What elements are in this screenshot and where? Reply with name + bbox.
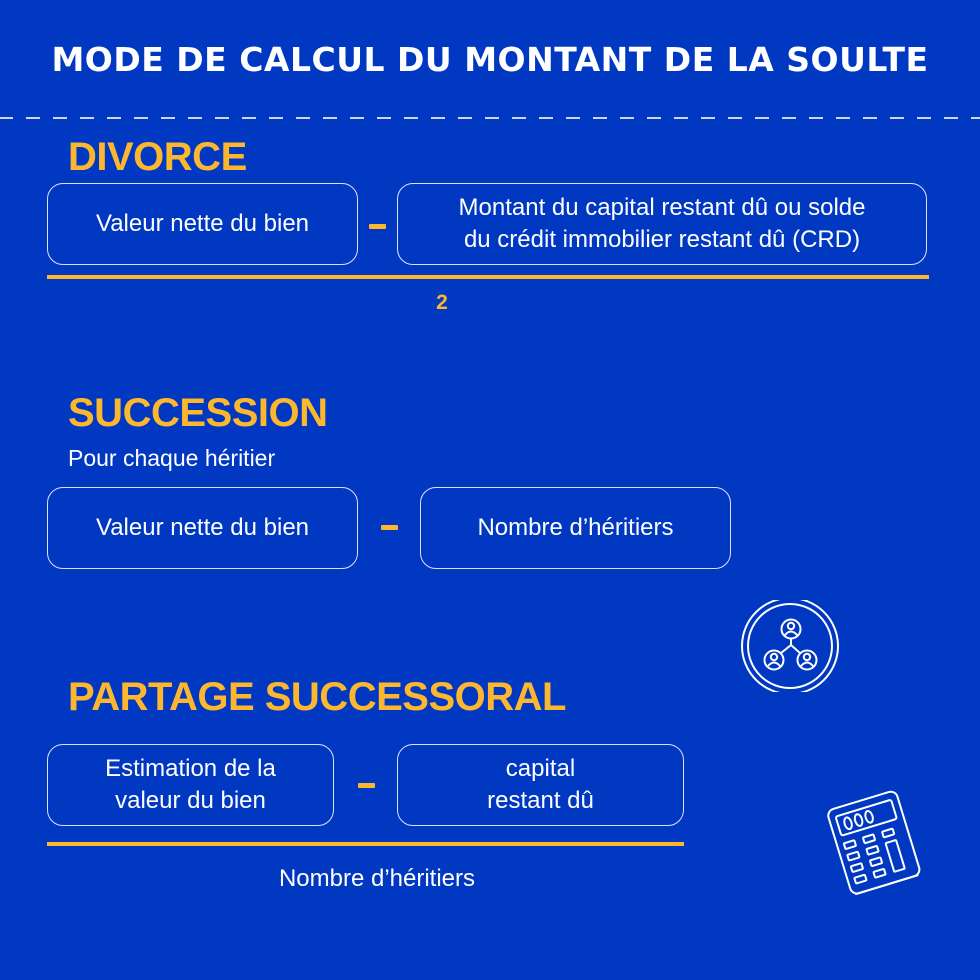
partage-title: PARTAGE SUCCESSORAL [68,675,566,719]
partage-fraction-bar [47,842,684,846]
page-title: MODE DE CALCUL DU MONTANT DE LA SOULTE [51,40,929,79]
divorce-right-box: Montant du capital restant dû ou solde d… [397,183,927,265]
partage-denominator: Nombre d’héritiers [278,865,476,892]
divorce-left-text: Valeur nette du bien [95,210,310,237]
divorce-right-text-line2: du crédit immobilier restant dû (CRD) [463,226,861,253]
divorce-left-box: Valeur nette du bien [47,183,358,265]
partage-left-text-line1: Estimation de la [105,755,276,782]
divorce-fraction-bar [47,275,929,279]
partage-left-box: Estimation de la valeur du bien [47,744,334,826]
succession-title: SUCCESSION [68,391,328,435]
divorce-denominator: 2 [436,291,448,314]
minus-icon [381,525,398,530]
succession-left-box: Valeur nette du bien [47,487,358,569]
divorce-right-text-line1: Montant du capital restant dû ou solde [458,194,866,221]
people-network-icon [740,600,840,692]
succession-subtitle: Pour chaque héritier [68,445,276,471]
partage-left-text-line2: valeur du bien [115,787,266,814]
divorce-title: DIVORCE [68,135,247,179]
partage-right-text-line1: capital [505,755,576,782]
calculator-icon [815,785,930,895]
succession-right-box: Nombre d’héritiers [420,487,731,569]
partage-right-box: capital restant dû [397,744,684,826]
succession-right-text: Nombre d’héritiers [477,514,674,541]
dashed-divider [0,117,980,119]
partage-right-text-line2: restant dû [487,787,594,814]
minus-icon [369,224,386,229]
minus-icon [358,783,375,788]
succession-left-text: Valeur nette du bien [95,514,310,541]
